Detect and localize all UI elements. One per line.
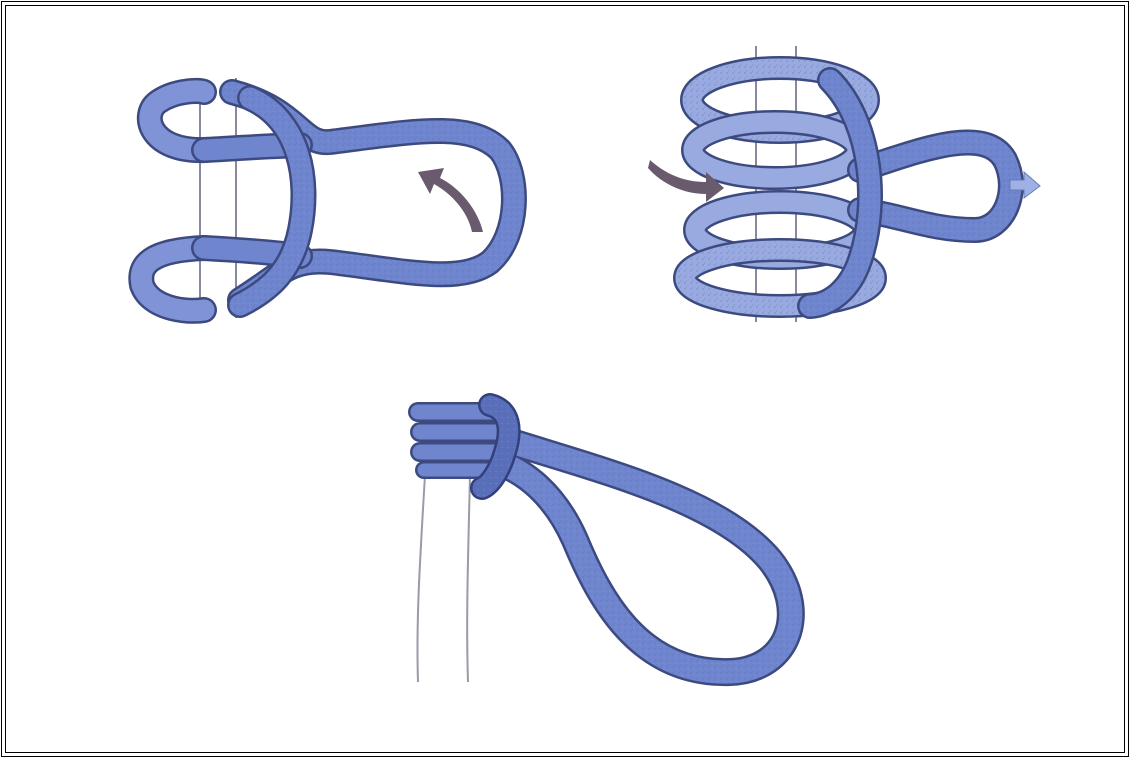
step-2-panel (648, 46, 1041, 322)
strand-right (466, 474, 471, 683)
tight-coils (408, 402, 510, 479)
step-1-panel (128, 78, 527, 324)
strand-left (416, 474, 426, 683)
small-pull-arrow-icon (1009, 170, 1041, 199)
step-3-panel (408, 393, 805, 687)
inner-border (5, 5, 1125, 753)
curved-arrow-icon (418, 168, 483, 232)
coil-stack (673, 56, 887, 318)
pull-arrow-icon (648, 160, 724, 202)
